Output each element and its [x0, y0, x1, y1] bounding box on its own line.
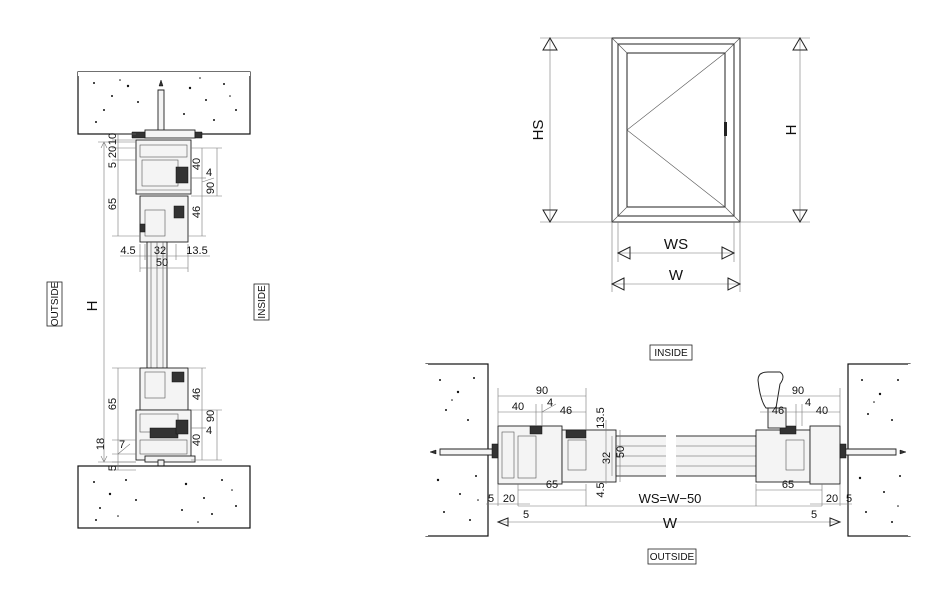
left-anchor: [439, 448, 499, 456]
top-frame-profile: [135, 139, 192, 195]
right-frame-profile: [809, 425, 841, 485]
hs-left-d5: 5: [488, 493, 494, 505]
ws-label: WS: [664, 236, 688, 253]
opening-triangle: [626, 52, 726, 208]
hs-right-d5: 5: [846, 493, 852, 505]
vs-mid-d1: 4.5: [120, 245, 135, 257]
handle-icon: [724, 122, 727, 136]
vs-bot-d7: 7: [119, 439, 125, 451]
inside-plan-label: INSIDE: [654, 348, 688, 359]
top-wall-speckle: [93, 77, 237, 123]
hs-left-d5b: 5: [523, 509, 529, 521]
left-frame-profile: [497, 425, 563, 485]
vs-top-d7: 65: [107, 198, 119, 210]
top-sash-profile: [139, 195, 189, 243]
vs-mid-d3: 13.5: [186, 245, 207, 257]
vs-top-d8: 46: [191, 206, 203, 218]
vs-top-d6: 90: [205, 182, 217, 194]
outside-plan-label-box: [647, 548, 697, 565]
hs-left-d4: 4: [547, 397, 553, 409]
vs-bot-d1: 65: [107, 398, 119, 410]
bottom-wall-speckle: [93, 479, 237, 523]
plan-w-label: W: [663, 515, 678, 532]
hs-left-d65: 65: [546, 479, 558, 491]
top-anchor: [157, 89, 165, 133]
vs-bot-d4: 4: [206, 425, 212, 437]
ws-formula-label: WS=W−50: [639, 491, 702, 506]
vs-bot-d2: 46: [191, 388, 203, 400]
hs-label: HS: [530, 120, 547, 141]
sash: [626, 52, 726, 208]
w-label: W: [669, 267, 684, 284]
hs-right-d90: 90: [792, 385, 804, 397]
vs-bot-d5: 40: [191, 434, 203, 446]
hs-left-d46: 46: [560, 405, 572, 417]
hs-left-d40: 40: [512, 401, 524, 413]
vertical-section: H 10 20 5 65 40 4 90 46 4.5 32 13.5 50: [46, 71, 270, 529]
inside-plan-label-box: [649, 344, 693, 361]
right-anchor: [837, 448, 897, 456]
hs-left-d20: 20: [503, 493, 515, 505]
hs-right-d40: 40: [816, 405, 828, 417]
vs-top-d5: 4: [206, 167, 212, 179]
vs-mid-d2: 32: [154, 245, 166, 257]
bottom-wall: [77, 465, 251, 529]
right-wall-speckle: [858, 379, 901, 523]
vs-top-d4: 40: [191, 158, 203, 170]
hs-center-d13-5: 13.5: [595, 407, 607, 428]
hs-right-d46: 46: [772, 405, 784, 417]
hs-right-d4: 4: [805, 397, 811, 409]
outer-frame: [611, 37, 741, 223]
hs-right-d20: 20: [826, 493, 838, 505]
handle: [757, 371, 784, 409]
outside-label-box: [46, 281, 63, 327]
horizontal-section: INSIDE: [424, 344, 912, 565]
hs-center-d32: 32: [601, 452, 613, 464]
hs-center-d50: 50: [615, 446, 627, 458]
right-sash-profile: [755, 429, 811, 483]
vs-mid-d4: 50: [156, 257, 168, 269]
vs-h-label: H: [84, 301, 101, 312]
inside-label: INSIDE: [257, 285, 268, 319]
hs-right-d65: 65: [782, 479, 794, 491]
h-label: H: [783, 125, 800, 136]
inside-label-box: [253, 283, 270, 321]
hs-left-d90: 90: [536, 385, 548, 397]
window-elevation: HS H WS W: [530, 37, 810, 292]
outside-label: OUTSIDE: [50, 281, 61, 326]
vs-top-d1: 10: [107, 133, 119, 145]
top-seal: [144, 129, 196, 139]
vs-bot-d6: 18: [95, 438, 107, 450]
left-sash-profile: [561, 429, 617, 483]
hs-right-d5b: 5: [811, 509, 817, 521]
left-wall-speckle: [436, 377, 479, 521]
vs-top-d2: 20: [107, 146, 119, 158]
hs-center-d4-5: 4.5: [595, 482, 607, 497]
vs-bot-d3: 90: [205, 410, 217, 422]
outside-plan-label: OUTSIDE: [650, 552, 695, 563]
vs-bot-d8: 5: [107, 465, 119, 471]
vs-top-d3: 5: [107, 162, 119, 168]
